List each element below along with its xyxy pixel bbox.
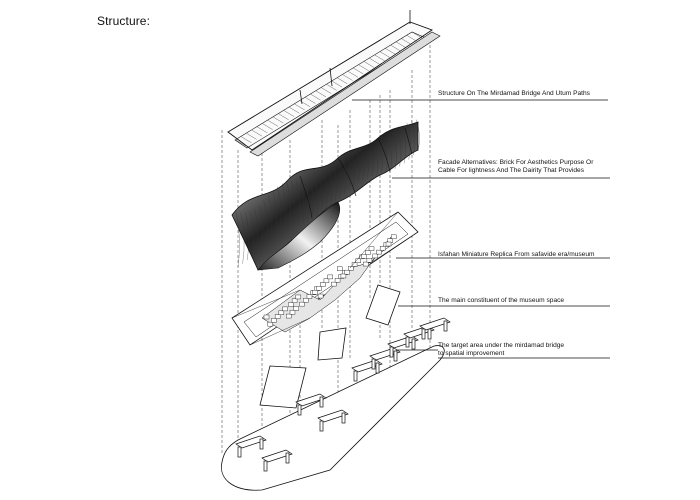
leader-lines — [352, 99, 610, 359]
callout-miniature-replica: Isfahan Miniature Replica From safavide … — [438, 251, 638, 259]
callout-line: Isfahan Miniature Replica From safavide … — [438, 251, 595, 258]
callout-line: The main constituent of the museum space — [438, 297, 565, 304]
ground-layer — [221, 317, 451, 491]
deck-hatching — [235, 31, 423, 147]
callout-line: The target area under the mirdamad bridg… — [438, 342, 565, 349]
callout-line: to spatial improvement — [438, 350, 505, 358]
callout-bridge-structure: Structure On The Mirdamad Bridge And Utu… — [438, 90, 638, 98]
callout-line: Facade Alternatives: Brick For Aesthetic… — [438, 159, 594, 166]
callout-line: Cable For lightness And The Dairity That… — [438, 167, 584, 175]
callout-museum-space: The main constituent of the museum space — [438, 297, 638, 305]
callout-facade-alternatives: Facade Alternatives: Brick For Aesthetic… — [438, 159, 638, 176]
callout-target-area: The target area under the mirdamad bridg… — [438, 342, 638, 359]
bridge-deck-layer — [227, 10, 441, 157]
museum-panels — [259, 284, 401, 409]
page-title: Structure: — [97, 14, 151, 28]
facade-cable-lines — [235, 119, 420, 268]
replica-buildings — [263, 234, 397, 327]
miniature-replica-layer — [231, 211, 419, 346]
callout-line: Structure On The Mirdamad Bridge And Utu… — [438, 90, 590, 97]
facade-shell-layer — [231, 119, 420, 271]
bridge-piers — [235, 317, 451, 472]
